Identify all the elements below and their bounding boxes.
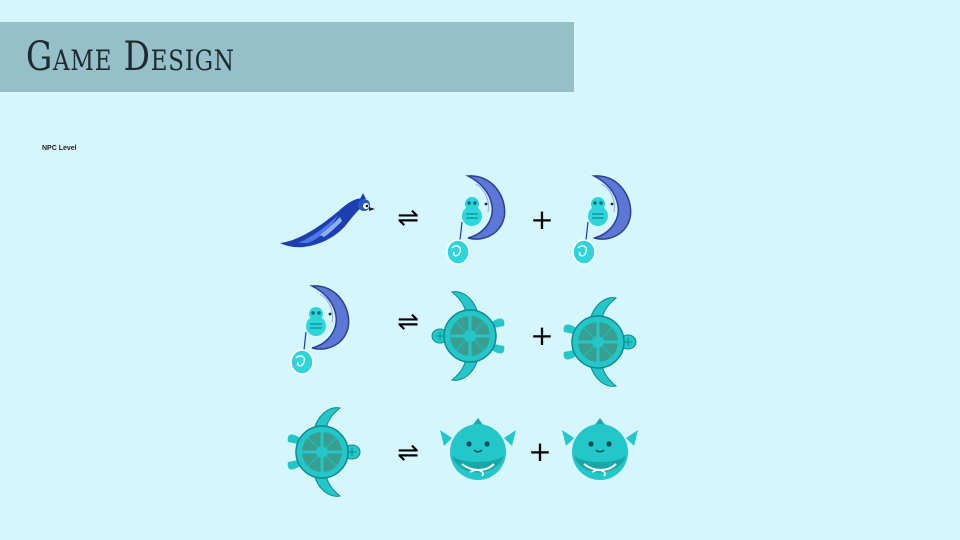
equilibrium-arrow: ⇌ [397,203,419,233]
turtle-icon [430,290,506,382]
pufferfish-icon [439,417,517,481]
plus-sign: + [530,203,553,236]
equilibrium-arrow: ⇌ [397,438,419,468]
moon-icon [290,285,350,375]
turtle-icon [562,296,638,388]
pufferfish-icon [561,417,639,481]
subtitle: NPC Level [42,145,77,152]
bird-icon [280,193,375,248]
plus-sign: + [530,319,553,352]
plus-sign: + [528,435,551,468]
page-title: Game Design [26,34,235,80]
title-bar: Game Design [0,22,574,92]
moon-icon [446,175,506,265]
equilibrium-arrow: ⇌ [397,307,419,337]
turtle-icon [286,406,362,498]
moon-icon [572,175,632,265]
